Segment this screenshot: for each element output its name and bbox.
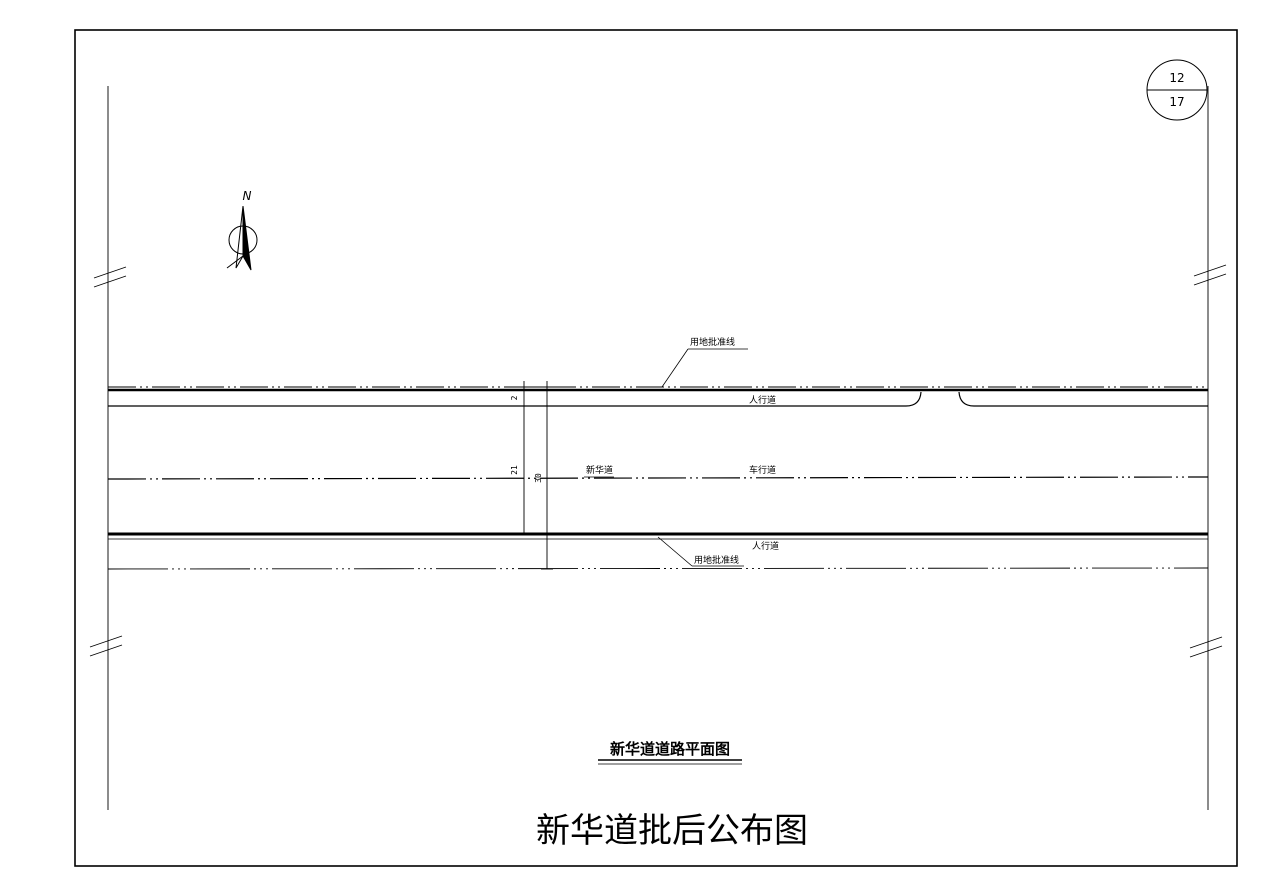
drawing-title: 新华道道路平面图 <box>610 740 730 758</box>
sheet-total: 17 <box>1169 95 1184 109</box>
land-line-top-label: 用地批准线 <box>690 336 735 348</box>
curb-line-top-right <box>958 391 1208 407</box>
break-symbol-right-top <box>1193 264 1227 286</box>
sheet-number: 12 <box>1169 71 1184 85</box>
land-line-bottom <box>107 567 1209 570</box>
break-symbol-left-top <box>93 266 127 288</box>
dimension-sidewalk-width: 2 <box>510 395 519 400</box>
curb-line-top-left <box>108 391 922 407</box>
break-symbol-right-bottom <box>1189 636 1223 658</box>
land-line-bottom-label: 用地批准线 <box>694 554 739 566</box>
sidewalk-top-label: 人行道 <box>749 394 776 406</box>
carriageway-label: 车行道 <box>749 464 776 476</box>
sheet-number-circle: 12 17 <box>1146 59 1208 121</box>
dimension-total-width: 30 <box>534 473 543 483</box>
dimension-carriageway-width: 21 <box>510 465 519 475</box>
drawing-frame <box>74 29 1238 867</box>
dimension-lines <box>518 381 553 570</box>
north-label: N <box>243 189 252 203</box>
stamp-title: 新华道批后公布图 <box>536 811 808 851</box>
road-name-label: 新华道 <box>586 464 613 476</box>
north-arrow-icon: N <box>226 189 258 271</box>
sidewalk-bottom-label: 人行道 <box>752 540 779 552</box>
land-line-bottom-leader <box>657 536 693 567</box>
road-centerline <box>107 476 1209 480</box>
break-symbol-left-bottom <box>89 635 123 657</box>
land-line-top-leader <box>661 348 689 388</box>
